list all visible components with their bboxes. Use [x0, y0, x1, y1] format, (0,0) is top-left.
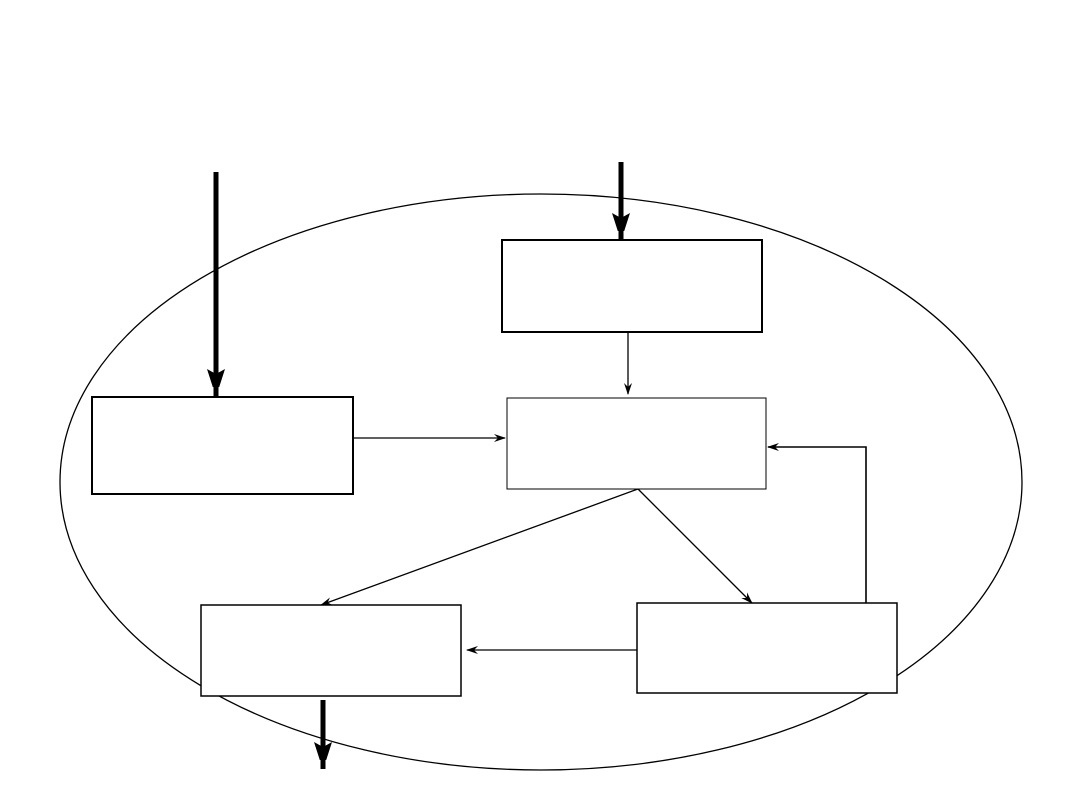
- system-boundary-ellipse: [59, 193, 1023, 771]
- arrow-center-to-bottom-right: [637, 488, 753, 604]
- box-bottom-left: [200, 604, 462, 697]
- box-bottom-right: [636, 602, 898, 694]
- box-left: [91, 396, 354, 495]
- box-top: [501, 239, 763, 333]
- arrow-center-to-bottom-left: [320, 488, 639, 606]
- feedback-arrow-bottom-right-to-center: [767, 443, 867, 603]
- box-center: [506, 397, 767, 490]
